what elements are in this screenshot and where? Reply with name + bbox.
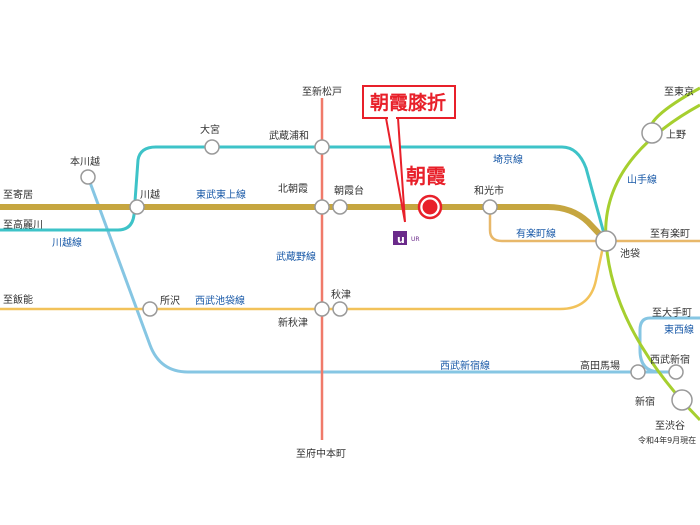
dir-yurakucho: 至有楽町 [650,227,690,240]
label-takadanobaba: 高田馬場 [580,359,620,372]
dir-otemachi: 至大手町 [652,306,692,319]
dir-fuchu-hommachi: 至府中本町 [296,447,346,460]
label-hon-kawagoe: 本川越 [70,155,100,168]
target-marker-inner [422,199,438,215]
marunouchi-line [638,316,700,374]
label-asakadai: 朝霞台 [334,184,364,197]
station-hon-kawagoe[interactable] [80,169,96,185]
yurakucho-line [488,207,700,243]
station-ueno[interactable] [641,122,663,144]
line-label-tobu-tojo: 東武東上線 [196,188,246,201]
label-tokorozawa: 所沢 [160,294,180,307]
station-kita-asaka[interactable] [314,199,330,215]
line-label-seibu-shinjuku: 西武新宿線 [440,359,490,372]
ur-label: UR [411,236,420,243]
line-label-musashino: 武蔵野線 [276,250,316,263]
line-label-tozai: 東西線 [664,323,694,336]
callout-text: 朝霞膝折 [370,91,446,114]
dir-shibuya: 至渋谷 [655,419,685,432]
line-label-kawagoe: 川越線 [52,236,82,249]
ur-logo: u UR [393,231,420,246]
label-shin-akitsu: 新秋津 [278,316,308,329]
station-wakoshi[interactable] [482,199,498,215]
callout: 朝霞膝折 [362,85,456,223]
label-akitsu: 秋津 [331,288,351,301]
dir-komagawa: 至高麗川 [3,218,43,231]
station-tokorozawa[interactable] [142,301,158,317]
stations [80,122,693,411]
line-label-seibu-ikebukuro: 西武池袋線 [195,294,245,307]
line-label-yamanote: 山手線 [627,173,657,186]
station-seibu-shinjuku[interactable] [668,364,684,380]
callout-box [362,85,456,119]
station-shin-akitsu[interactable] [314,301,330,317]
station-omiya[interactable] [204,139,220,155]
label-kita-asaka: 北朝霞 [278,183,308,195]
dir-shin-matsudo: 至新松戸 [302,85,342,98]
station-takadanobaba[interactable] [630,364,646,380]
line-label-saikyo: 埼京線 [493,153,523,166]
label-ueno: 上野 [666,129,686,141]
label-kawagoe: 川越 [140,188,160,201]
label-ikebukuro: 池袋 [620,247,640,260]
station-kawagoe[interactable] [129,199,145,215]
date-note: 令和4年9月現在 [638,435,696,445]
label-wakoshi: 和光市 [474,184,504,197]
line-label-yurakucho: 有楽町線 [516,227,556,240]
label-shinjuku: 新宿 [635,395,655,408]
station-shinjuku[interactable] [671,389,693,411]
dir-hanno: 至飯能 [3,293,33,306]
label-musashi-urawa: 武蔵浦和 [269,129,309,142]
station-musashi-urawa[interactable] [314,139,330,155]
seibu-shinjuku-line [86,176,672,374]
station-asakadai[interactable] [332,199,348,215]
label-seibu-shinjuku: 西武新宿 [650,353,690,366]
station-ikebukuro[interactable] [595,230,617,252]
target-station-name: 朝霞 [406,164,447,188]
dir-tokyo: 至東京 [664,85,694,98]
svg-text:u: u [397,233,405,246]
tobu-tojo-line [0,204,609,244]
station-akitsu[interactable] [332,301,348,317]
seibu-ikebukuro-line [0,241,606,311]
dir-yorii: 至寄居 [3,188,33,201]
saikyo-line [0,145,608,242]
label-omiya: 大宮 [200,123,220,136]
